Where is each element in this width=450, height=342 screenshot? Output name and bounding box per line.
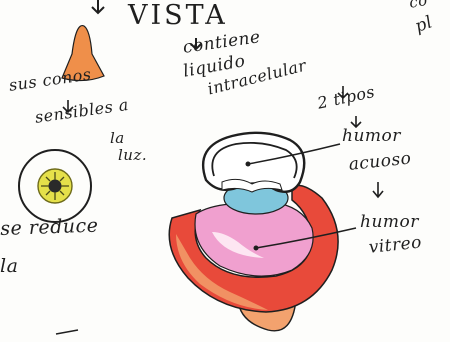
note-la: la: [110, 131, 125, 146]
note-se-reduce: se reduce: [0, 217, 99, 239]
label-humor-2: humor: [360, 214, 419, 231]
note-la-fragment: la: [0, 257, 18, 276]
label-humor-1: humor: [342, 128, 401, 145]
page-title: VISTA: [128, 2, 228, 29]
note-luz: luz.: [118, 148, 147, 163]
iris-icon: [19, 150, 91, 222]
arrow-down-icon: [92, 0, 104, 13]
arrow-down-icon: [373, 182, 383, 197]
